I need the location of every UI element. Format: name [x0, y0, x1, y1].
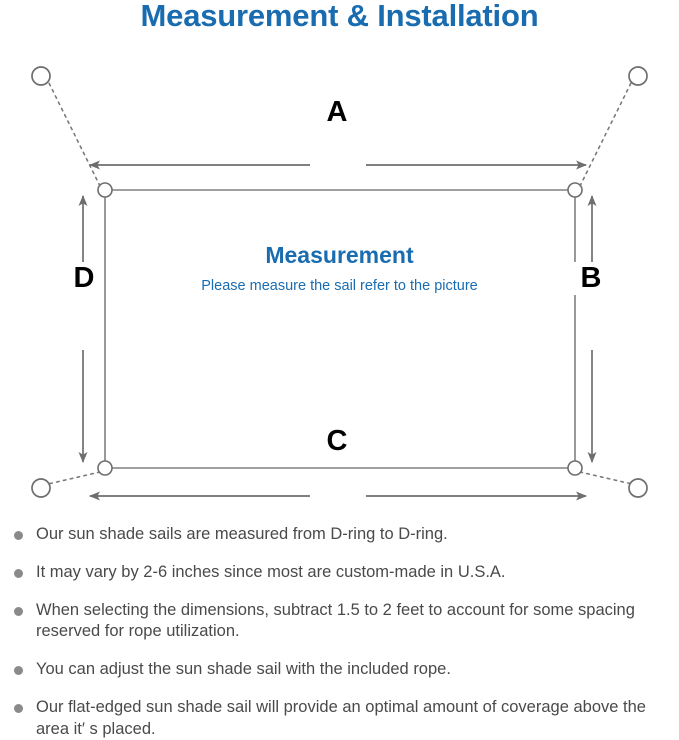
- note-text: When selecting the dimensions, subtract …: [36, 600, 635, 641]
- d-ring-bottom-left: [97, 460, 113, 476]
- list-item: You can adjust the sun shade sail with t…: [8, 659, 676, 681]
- bullet-icon: [14, 568, 23, 578]
- list-item: Our sun shade sails are measured from D-…: [8, 524, 676, 546]
- rope-line-top-right: [579, 80, 633, 187]
- dimension-label-b: B: [571, 262, 611, 295]
- sail-measurement-subtitle: Please measure the sail refer to the pic…: [201, 278, 478, 294]
- anchor-bottom-right: [628, 478, 648, 498]
- bullet-icon: [14, 703, 23, 713]
- bullet-icon: [14, 531, 23, 540]
- sail-measurement-title: Measurement: [265, 242, 414, 268]
- note-text: Our sun shade sails are measured from D-…: [36, 525, 448, 543]
- list-item: When selecting the dimensions, subtract …: [8, 600, 676, 644]
- note-text: It may vary by 2-6 inches since most are…: [36, 562, 506, 581]
- list-item: It may vary by 2-6 inches since most are…: [8, 562, 676, 584]
- anchor-bottom-left: [31, 478, 51, 498]
- bullet-icon: [14, 666, 23, 676]
- d-rings: [97, 182, 583, 476]
- rope-line-bottom-left: [47, 471, 101, 485]
- list-item: Our flat-edged sun shade sail will provi…: [8, 697, 676, 740]
- bullet-icon: [14, 606, 23, 616]
- notes-list: Our sun shade sails are measured from D-…: [8, 524, 676, 740]
- anchor-top-right: [628, 66, 648, 86]
- anchor-top-left: [31, 66, 51, 86]
- measurement-diagram: [0, 50, 679, 515]
- dimension-label-c: C: [315, 425, 359, 458]
- page-title: Measurement & Installation: [140, 0, 539, 33]
- note-text: You can adjust the sun shade sail with t…: [36, 660, 451, 679]
- rope-line-bottom-right: [579, 471, 633, 485]
- dimension-label-a: A: [315, 96, 359, 129]
- anchor-points: [31, 66, 648, 498]
- dimension-label-d: D: [64, 262, 104, 295]
- d-ring-top-right: [567, 182, 583, 198]
- sail-rectangle: [104, 189, 576, 469]
- d-ring-top-left: [97, 182, 113, 198]
- d-ring-bottom-right: [567, 460, 583, 476]
- note-text: Our flat-edged sun shade sail will provi…: [36, 697, 646, 738]
- rope-lines: [47, 80, 633, 485]
- rope-line-top-left: [47, 80, 101, 187]
